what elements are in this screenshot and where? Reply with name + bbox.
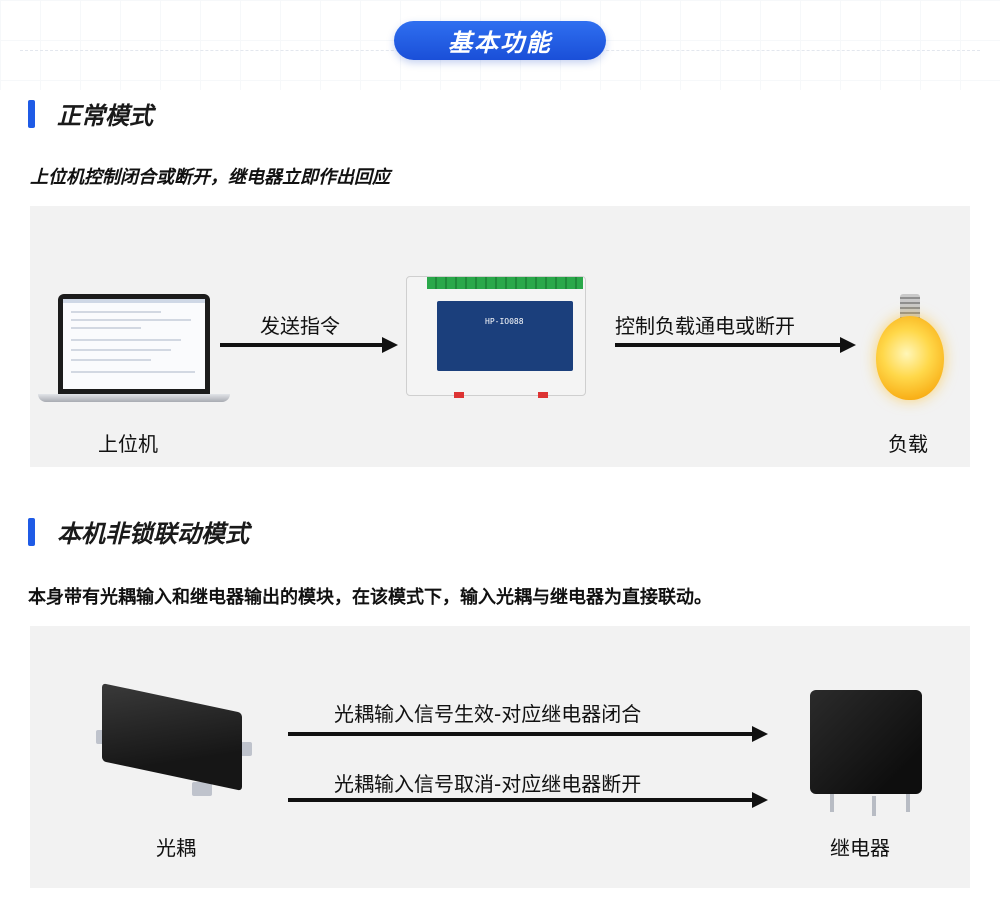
control-arrow (615, 337, 856, 353)
section2-description: 本身带有光耦输入和继电器输出的模块，在该模式下，输入光耦与继电器为直接联动。 (28, 587, 712, 608)
device-model: HP-IO088 (485, 317, 524, 326)
section-marker (28, 517, 35, 546)
optocoupler-image (92, 683, 262, 804)
section1-description: 上位机控制闭合或断开，继电器立即作出回应 (30, 167, 390, 188)
command-label: 发送指令 (260, 314, 340, 338)
laptop-image (38, 294, 230, 406)
section1-title: 正常模式 (57, 102, 153, 130)
signal-on-label: 光耦输入信号生效-对应继电器闭合 (334, 702, 642, 726)
relay-module-image: HP-IO088 (398, 270, 594, 400)
header-pill: 基本功能 (394, 21, 606, 60)
bulb-icon (872, 294, 948, 404)
command-arrow (220, 337, 398, 353)
signal-on-arrow (288, 726, 768, 742)
signal-off-arrow (288, 792, 768, 808)
section-marker (28, 99, 35, 128)
section1-heading: 正常模式 (28, 96, 153, 131)
relay-image (806, 680, 926, 820)
pc-label: 上位机 (98, 432, 158, 456)
relay-label: 继电器 (830, 836, 890, 860)
control-label: 控制负载通电或断开 (615, 314, 795, 338)
load-label: 负载 (888, 432, 928, 456)
section2-heading: 本机非锁联动模式 (28, 514, 249, 549)
signal-off-label: 光耦输入信号取消-对应继电器断开 (334, 772, 642, 796)
header-title: 基本功能 (448, 29, 552, 57)
section2-title: 本机非锁联动模式 (57, 520, 249, 548)
opto-label: 光耦 (156, 836, 196, 860)
